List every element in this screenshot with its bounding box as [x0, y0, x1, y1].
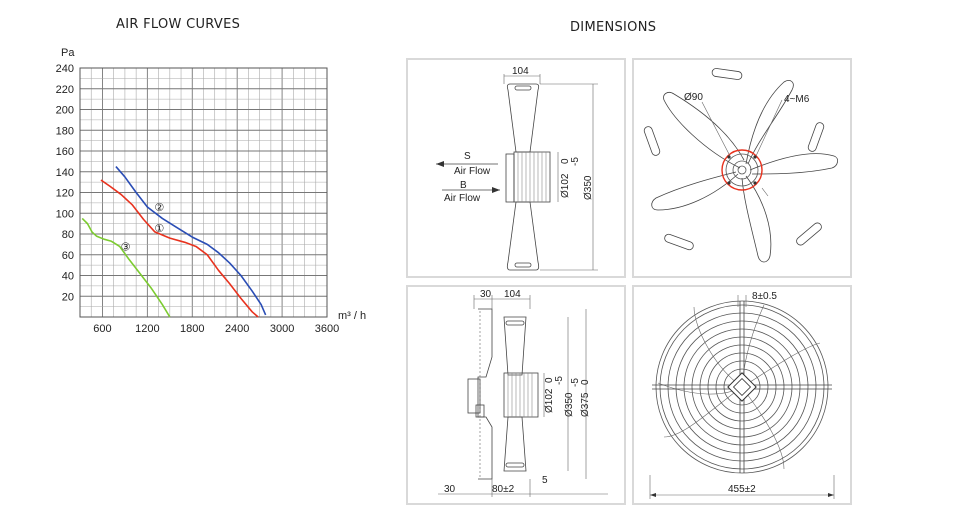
dim3-d375-tol-top: -5: [570, 378, 581, 387]
air-flow-title: AIR FLOW CURVES: [116, 17, 241, 32]
side-view-guard-drawing: 30 104 Ø102 0 -5 Ø350 -5 0 Ø375 30 80±2 …: [438, 289, 608, 497]
front-view-panel: Ø90 4~M6: [632, 58, 852, 278]
dim3-d102: Ø102: [544, 388, 555, 413]
dim-tol-bot: -5: [570, 157, 581, 166]
dimensions-title: DIMENSIONS: [570, 20, 657, 35]
x-axis-label: m³ / h: [338, 310, 366, 322]
y-tick-label: 60: [62, 250, 74, 262]
dim3-tol-bot: -5: [554, 376, 565, 385]
series-label-3: ③: [121, 240, 131, 253]
side-view-guard-panel: 30 104 Ø102 0 -5 Ø350 -5 0 Ø375 30 80±2 …: [406, 285, 626, 505]
dim3-d375: Ø375: [580, 392, 591, 417]
dim-d102: Ø102: [560, 173, 571, 198]
series-line-3: [81, 217, 171, 318]
chart-series: ② ① ③: [81, 166, 267, 318]
x-tick-label: 2400: [225, 323, 249, 335]
y-tick-label: 220: [56, 84, 74, 96]
y-tick-label: 120: [56, 188, 74, 200]
y-tick-label: 20: [62, 291, 74, 303]
y-tick-label: 80: [62, 229, 74, 241]
dim-tol-top: 0: [560, 158, 571, 164]
dim-w30: 30: [480, 289, 492, 300]
y-tick-labels: 20 40 60 80 100 120 140 160 180 200 220 240: [56, 63, 74, 303]
series-line-1: [115, 166, 267, 316]
dim-width-455: 455±2: [728, 484, 756, 495]
front-view-guard-panel: 8±0.5 455±2: [632, 285, 852, 505]
y-axis-label: Pa: [61, 47, 75, 59]
y-tick-label: 100: [56, 208, 74, 220]
x-tick-label: 3000: [270, 323, 294, 335]
dim3-b5: 5: [542, 475, 548, 486]
label-air-flow-s: Air Flow: [454, 166, 491, 177]
dim3-d350: Ø350: [564, 392, 575, 417]
dim-slot: 8±0.5: [752, 291, 777, 302]
dim3-tol-top: 0: [544, 377, 555, 383]
y-tick-label: 40: [62, 271, 74, 283]
x-tick-label: 1800: [180, 323, 204, 335]
front-view-guard-drawing: 8±0.5 455±2: [649, 291, 835, 499]
dim-w104: 104: [504, 289, 521, 300]
dim3-b30: 30: [444, 484, 456, 495]
series-line-2: [100, 179, 259, 318]
series-label-2: ①: [154, 222, 164, 235]
x-tick-label: 1200: [135, 323, 159, 335]
side-view-drawing: 104 S Air Flow B Air Flow Ø102 0 -5 Ø350: [436, 66, 598, 271]
dim3-d375-tol-bot: 0: [580, 379, 591, 385]
dim-d350: Ø350: [583, 175, 594, 200]
front-view-drawing: Ø90 4~M6: [643, 68, 838, 263]
label-s: S: [464, 151, 471, 162]
label-air-flow-b: Air Flow: [444, 193, 481, 204]
dim-d90: Ø90: [684, 92, 703, 103]
dim-width-104: 104: [512, 66, 529, 77]
x-tick-labels: 600 1200 1800 2400 3000 3600: [93, 323, 339, 335]
y-tick-label: 140: [56, 167, 74, 179]
chart-frame: [79, 67, 328, 318]
y-tick-label: 200: [56, 105, 74, 117]
dim-4-m6: 4~M6: [784, 94, 810, 105]
side-view-panel: 104 S Air Flow B Air Flow Ø102 0 -5 Ø350: [406, 58, 626, 278]
y-tick-label: 160: [56, 146, 74, 158]
series-label-1: ②: [154, 201, 164, 214]
label-b: B: [460, 180, 467, 191]
dim3-b80: 80±2: [492, 484, 515, 495]
air-flow-chart: 20 40 60 80 100 120 140 160 180 200 220 240 600 1200…: [56, 47, 366, 335]
y-tick-label: 240: [56, 63, 74, 75]
y-tick-label: 180: [56, 125, 74, 137]
x-tick-label: 600: [93, 323, 111, 335]
x-tick-label: 3600: [315, 323, 339, 335]
